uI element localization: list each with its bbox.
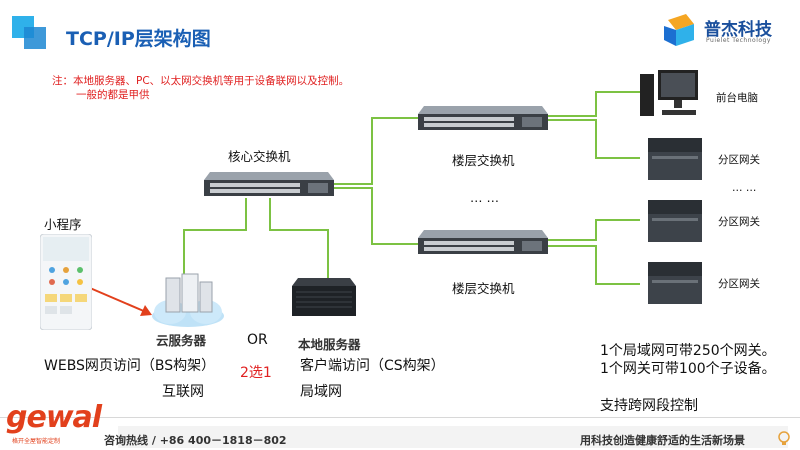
- floor-switch-1-label: 楼层交换机: [452, 153, 515, 168]
- link-floor1-gw1: [548, 119, 640, 159]
- core-switch-icon: [204, 172, 334, 196]
- floor-switch-2-icon: [418, 230, 548, 254]
- lightbulb-icon: [778, 431, 790, 445]
- core-switch-label: 核心交换机: [228, 149, 291, 164]
- capacity-line-3: 支持跨网段控制: [600, 398, 698, 414]
- brand-subtitle: Puielet Technology: [706, 37, 771, 44]
- link-floor2-gw3: [548, 245, 640, 285]
- zone-gateway-3-icon: [648, 262, 702, 304]
- capacity-line-1: 1个局域网可带250个网关。: [600, 343, 776, 359]
- cloud-server-label: 云服务器: [156, 333, 207, 348]
- desktop-pc-icon: [640, 70, 698, 116]
- brand-name: 普杰科技: [704, 20, 772, 40]
- cloud-server-icon: [152, 273, 224, 327]
- footer-logo-sub: 格开全屋智能定制: [12, 438, 61, 445]
- arrow-head-icon: [140, 305, 152, 316]
- local-server-label: 本地服务器: [298, 337, 361, 352]
- note: 注：本地服务器、PC、以太网交换机等用于设备联网以及控制。 一般的都是甲供: [52, 74, 349, 102]
- brand-logo-icon: [664, 14, 694, 46]
- client-access-label: 客户端访问（CS构架）: [300, 358, 445, 374]
- zone-gateway-2-icon: [648, 200, 702, 242]
- zone-gateway-3-label: 分区网关: [718, 278, 760, 290]
- local-server-icon: [292, 278, 356, 316]
- lan-label: 局域网: [300, 384, 342, 400]
- link-floor2-gw2: [548, 219, 640, 241]
- or-text: OR: [247, 332, 268, 348]
- internet-label: 互联网: [162, 384, 204, 400]
- title-square-dark: [24, 27, 46, 49]
- link-floor1-pc: [548, 91, 640, 117]
- link-core-floor1: [332, 117, 418, 185]
- page-title: TCP/IP层架构图: [66, 28, 211, 50]
- footer-logo: gewal: [6, 400, 102, 435]
- front-pc-label: 前台电脑: [716, 92, 758, 104]
- hotline-label: 咨询热线 /: [104, 434, 160, 447]
- note-line-1: 注：本地服务器、PC、以太网交换机等用于设备联网以及控制。: [52, 75, 350, 87]
- hotline-number: +86 400－1818－802: [159, 434, 287, 447]
- zone-gateway-2-label: 分区网关: [718, 216, 760, 228]
- note-line-2: 一般的都是甲供: [76, 89, 150, 101]
- floor-switch-1-icon: [418, 106, 548, 130]
- webs-access-label: WEBS网页访问（BS构架）: [44, 358, 216, 374]
- link-core-floor2: [332, 187, 418, 245]
- footer-hotline: 咨询热线 / +86 400－1818－802: [104, 432, 287, 448]
- zone-gateway-1-icon: [648, 138, 702, 180]
- zone-gateway-1-label: 分区网关: [718, 154, 760, 166]
- footer-slogan: 用科技创造健康舒适的生活新场景: [580, 434, 745, 447]
- switch-ellipsis: … …: [470, 190, 499, 205]
- link-core-cloud: [183, 198, 247, 276]
- phone-mockup-icon: [40, 234, 92, 330]
- choice-text: 2选1: [240, 365, 272, 381]
- link-core-local: [269, 198, 329, 308]
- floor-switch-2-label: 楼层交换机: [452, 281, 515, 296]
- footer-divider: [0, 417, 800, 418]
- gateway-ellipsis: … …: [732, 182, 757, 194]
- mini-program-label: 小程序: [44, 217, 82, 232]
- capacity-line-2: 1个网关可带100个子设备。: [600, 361, 776, 377]
- footer-bar: [118, 426, 788, 448]
